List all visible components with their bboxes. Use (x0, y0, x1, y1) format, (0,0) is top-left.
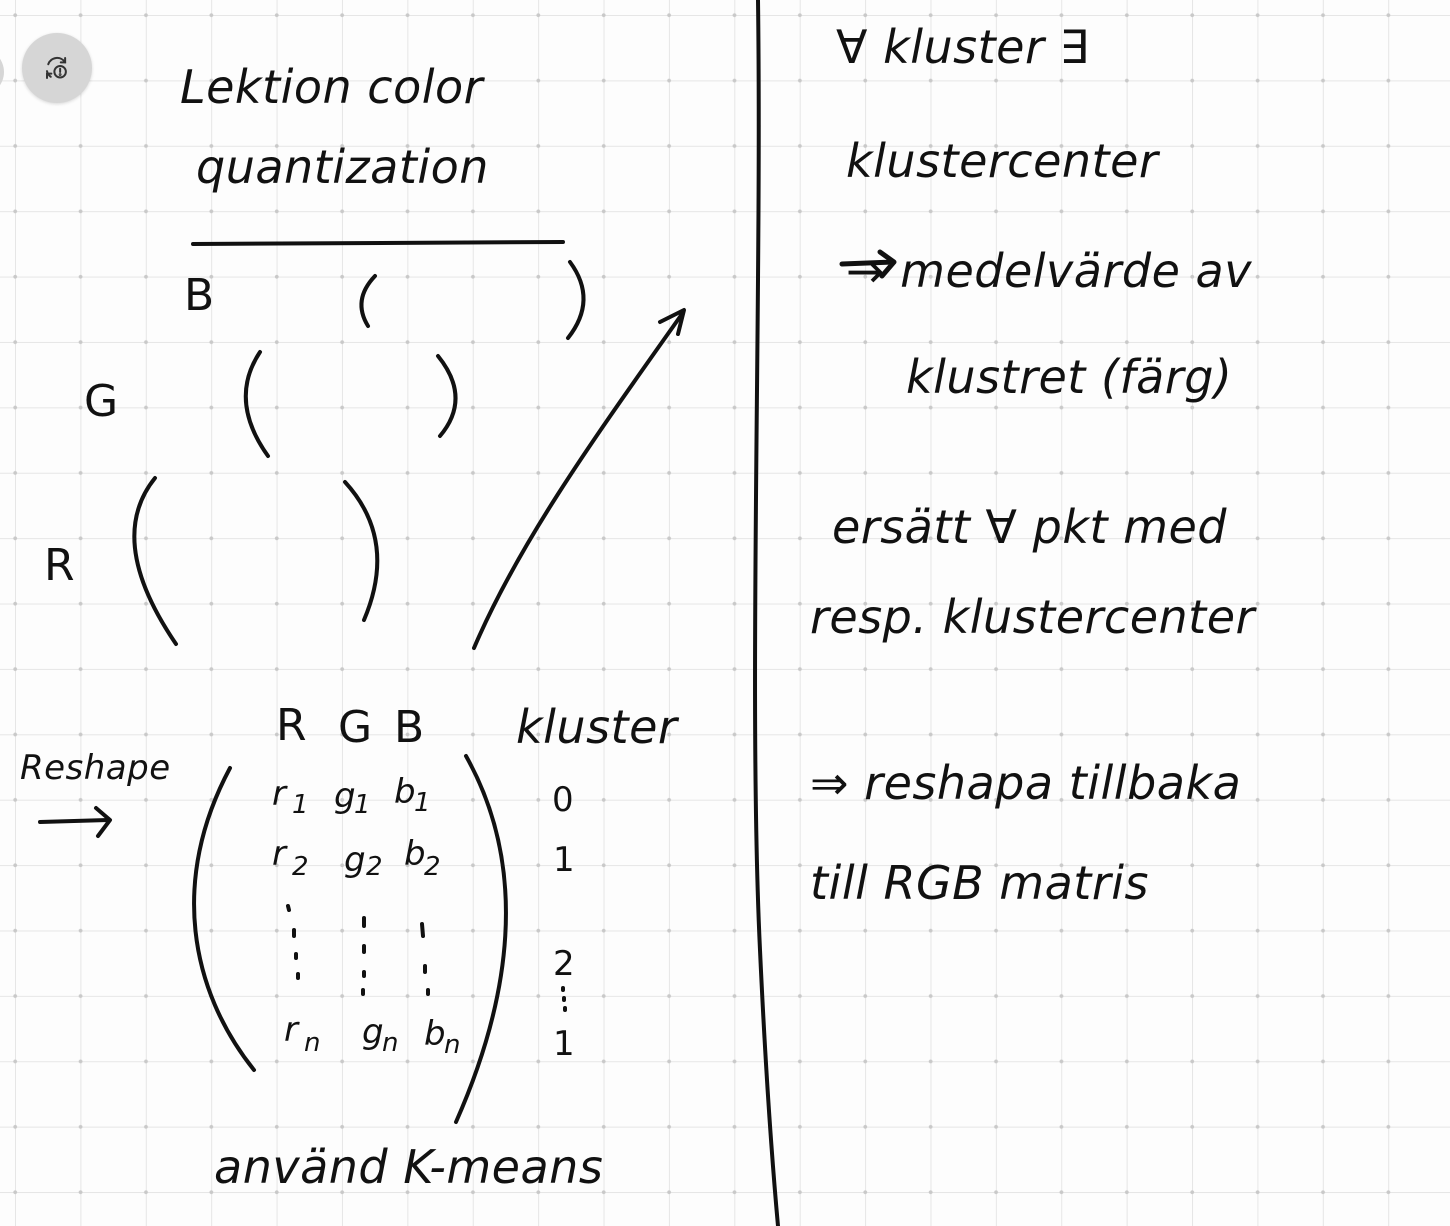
channel-b-label: B (184, 270, 215, 321)
matrix-left-paren (192, 766, 256, 1072)
b-right-paren (566, 260, 586, 340)
cell-g-sub: 1 (354, 790, 372, 820)
r-column-dots (286, 904, 300, 980)
cell-r-sub: 2 (292, 852, 310, 882)
g-left-paren (243, 350, 270, 458)
note-line-8: till RGB matris (810, 856, 1149, 910)
cluster-value: 1 (553, 840, 576, 880)
g-right-paren (436, 354, 458, 438)
note-line-7: ⇒ reshapa tillbaka (810, 756, 1242, 810)
note-line-3: → medelvärde av (846, 244, 1252, 298)
b-left-paren (359, 274, 377, 328)
arrow-head (658, 308, 686, 336)
note-line-4: klustret (färg) (906, 350, 1233, 404)
channel-g-label: G (84, 376, 119, 427)
vertical-divider (753, 0, 780, 1226)
title-line-1: Lektion color (180, 60, 484, 114)
title-line-2: quantization (196, 140, 489, 194)
cell-b: b (394, 772, 417, 812)
cell-g: g (362, 1012, 385, 1052)
title-underline (191, 240, 565, 246)
side-panel-handle[interactable] (0, 48, 4, 96)
note-line-1: ∀ kluster ∃ (836, 20, 1090, 74)
cell-g: g (344, 840, 367, 880)
cell-r: r (284, 1010, 299, 1050)
cell-b-sub: n (444, 1030, 461, 1060)
note-line-2: klustercenter (846, 134, 1159, 188)
cell-g-sub: n (382, 1028, 399, 1058)
reshape-label: Reshape (20, 748, 171, 788)
cell-b-sub: 1 (414, 788, 432, 818)
cell-b-sub: 2 (424, 852, 442, 882)
history-restore-icon (46, 56, 67, 79)
cell-b: b (424, 1014, 447, 1054)
cell-r-sub: n (304, 1028, 321, 1058)
matrix-header-r: R (276, 700, 308, 751)
reshape-arrow (38, 806, 112, 838)
arrow-line (472, 312, 684, 650)
history-button[interactable] (22, 33, 92, 103)
r-left-paren (132, 476, 178, 646)
matrix-header-g: G (338, 702, 373, 753)
channel-r-label: R (44, 540, 76, 591)
cluster-header: kluster (516, 700, 678, 754)
cell-r: r (272, 834, 287, 874)
cell-g-sub: 2 (366, 852, 384, 882)
cell-r: r (272, 774, 287, 814)
r-right-paren (343, 480, 380, 622)
cluster-value: 0 (552, 780, 575, 820)
note-line-6: resp. klustercenter (810, 590, 1255, 644)
matrix-right-paren (454, 754, 508, 1124)
b-column-dots (420, 922, 430, 996)
cluster-value: 1 (553, 1024, 576, 1064)
cell-r-sub: 1 (292, 790, 310, 820)
note-line-5: ersätt ∀ pkt med (832, 500, 1227, 554)
g-column-dots (361, 916, 366, 996)
cell-g: g (334, 776, 357, 816)
matrix-header-b: B (394, 702, 425, 753)
cluster-value: 2 (553, 944, 576, 984)
cluster-dots (561, 986, 567, 1012)
cell-b: b (404, 834, 427, 874)
footer-note: använd K-means (214, 1140, 604, 1194)
